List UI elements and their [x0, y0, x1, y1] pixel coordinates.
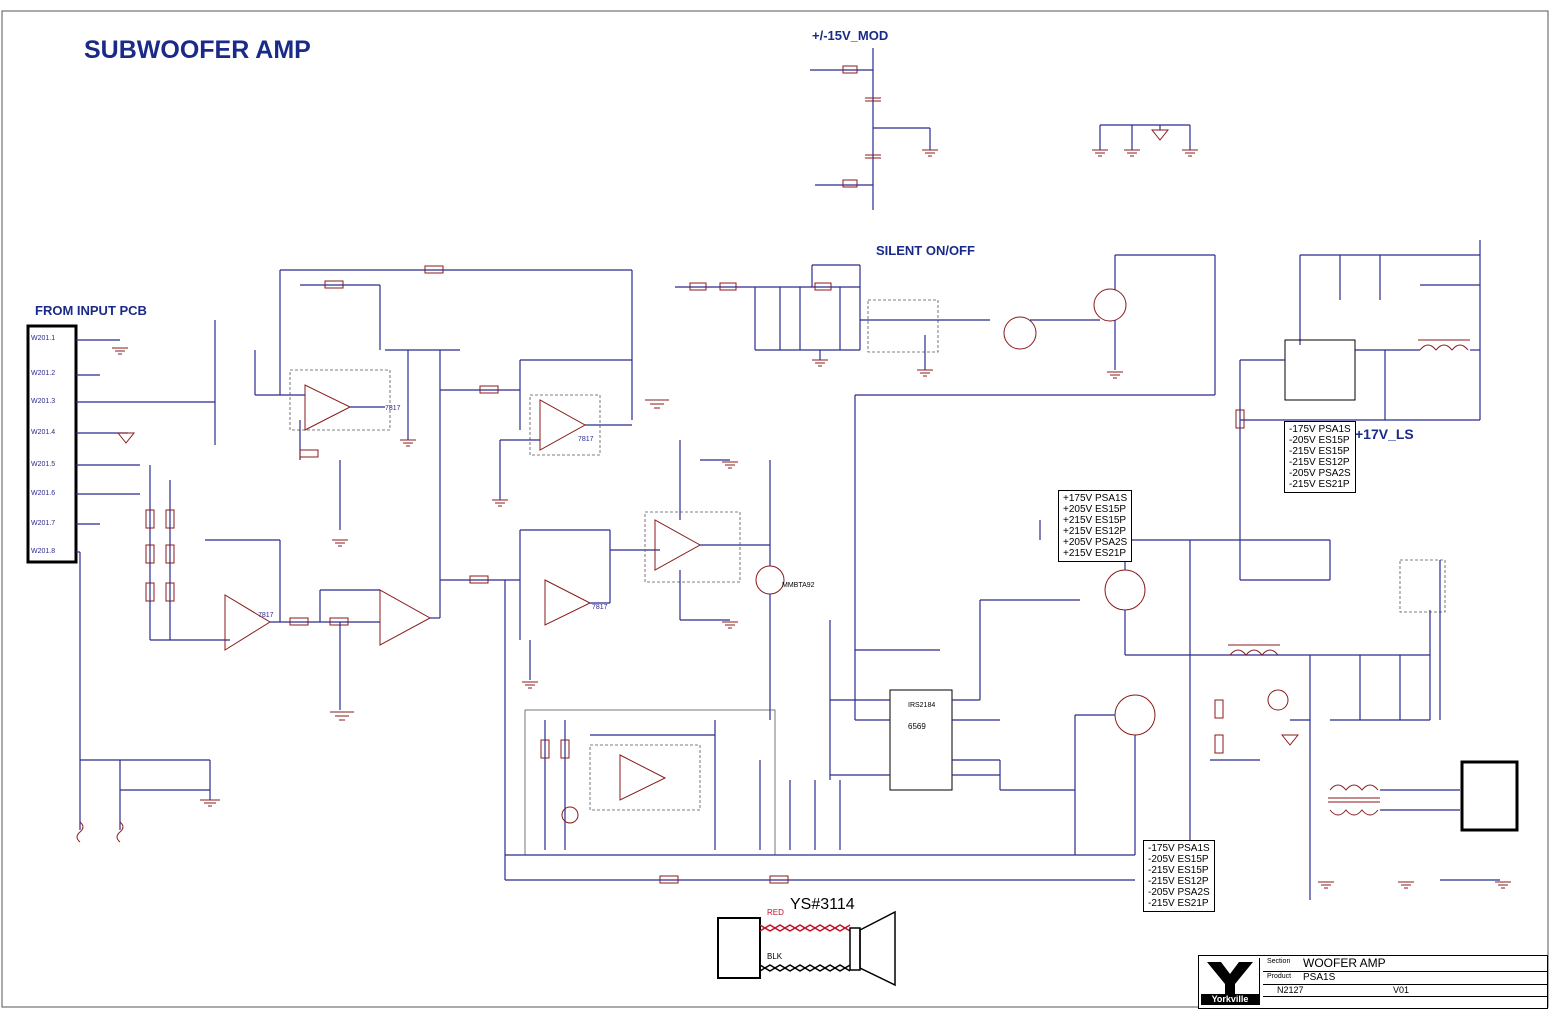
speaker-blk-label: BLK [767, 952, 783, 961]
connector-pin: W201.1 [31, 335, 56, 342]
supply-mod-block [810, 48, 938, 210]
title-block-revision: V01 [1393, 985, 1410, 995]
silent-onoff [675, 254, 1216, 720]
title-block-product: PSA1S [1303, 972, 1336, 983]
input-section-label: FROM INPUT PCB [35, 303, 147, 318]
product-field-label: Product [1267, 973, 1292, 980]
clamp-diodes [76, 760, 220, 843]
speaker-red-label: RED [767, 908, 784, 917]
supply-mod-label: +/-15V_MOD [812, 28, 889, 43]
connector-pin: W201.7 [31, 520, 56, 527]
rail-ls-label: +17V_LS [1355, 426, 1414, 442]
ls-supply [1235, 240, 1481, 581]
ic-label-u205: 6569 [908, 722, 926, 731]
supply-table-bottom: -175V PSA1S -205V ES15P -215V ES15P -215… [1143, 840, 1215, 912]
brand-text: Yorkville [1201, 994, 1259, 1005]
supply-table-right: -175V PSA1S -205V ES15P -215V ES15P -215… [1284, 421, 1356, 493]
ic-label-u201: 7817 [385, 405, 401, 412]
connector-pin: W201.2 [31, 370, 56, 377]
speaker-part-label: YS#3114 [790, 896, 855, 913]
ground-symbols [1092, 124, 1198, 157]
preamp-stages [214, 265, 669, 560]
input-connector [26, 324, 215, 830]
ic-label-irs: IRS2184 [908, 702, 936, 709]
comparator-section [504, 580, 1135, 884]
connector-pin: W201.8 [31, 548, 56, 555]
transistor-label: MMBTA92 [782, 582, 815, 589]
connector-pin: W201.5 [31, 461, 56, 468]
yorkville-logo: Yorkville [1201, 958, 1260, 1005]
supply-table-top: +175V PSA1S +205V ES15P +215V ES15P +215… [1058, 490, 1133, 562]
speaker-drawing [717, 910, 896, 987]
ic-label-u204: 7817 [592, 604, 608, 611]
silent-onoff-label: SILENT ON/OFF [876, 243, 975, 258]
title-block: Yorkville Section WOOFER AMP Product PSA… [1198, 955, 1548, 1009]
title-block-title: WOOFER AMP [1303, 956, 1386, 970]
connector-pin: W201.3 [31, 398, 56, 405]
ic-label-u203: 7817 [258, 612, 274, 619]
connector-pin: W201.4 [31, 429, 56, 436]
driver-stage [519, 440, 785, 720]
page-title: SUBWOOFER AMP [84, 36, 311, 64]
lower-preamp [145, 465, 520, 721]
ic-label-u202: 7817 [578, 436, 594, 443]
connector-pin: W201.6 [31, 490, 56, 497]
title-field-label: Section [1267, 958, 1291, 965]
title-block-doc-no: N2127 [1277, 985, 1304, 995]
